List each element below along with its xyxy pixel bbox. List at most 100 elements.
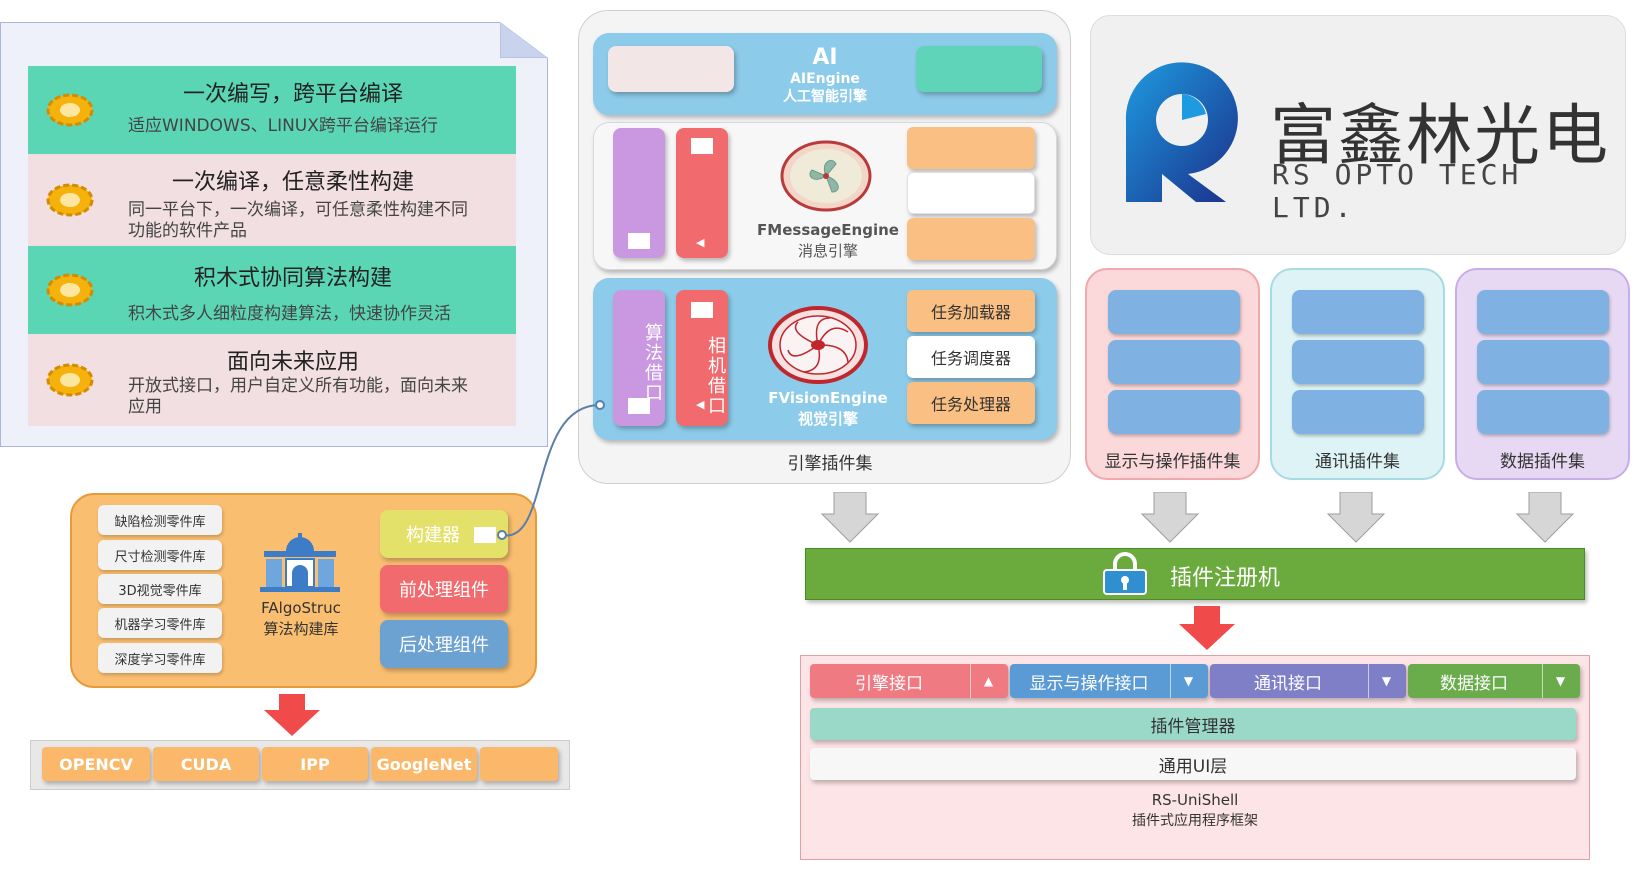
message-engine-name: FMessageEngine	[757, 221, 899, 239]
plugin-item	[1477, 390, 1609, 434]
plugin-item	[1477, 290, 1609, 334]
connector-line	[497, 400, 605, 540]
plugin-manager-bar: 插件管理器	[810, 708, 1576, 740]
down-arrow-icon	[1140, 492, 1200, 543]
algo-library-name: FAlgoStruc	[261, 599, 341, 617]
interface-label: 通讯接口	[1254, 673, 1322, 694]
ai-placeholder-block	[608, 46, 734, 92]
company-logo-icon	[1125, 62, 1238, 203]
algo-library-subtitle: 算法构建库	[263, 619, 339, 638]
size-detection-library: 尺寸检测零件库	[98, 540, 222, 570]
task-processor: 任务处理器	[907, 382, 1035, 424]
interface-label: 数据接口	[1440, 673, 1508, 694]
framework-name: RS-UniShell	[1151, 791, 1239, 809]
gear-icon	[46, 363, 94, 397]
ai-placeholder-block	[916, 46, 1042, 92]
display-interface-tab[interactable]: 显示与操作接口	[1010, 664, 1208, 698]
dropdown-icon[interactable]: ▼	[1542, 664, 1578, 698]
vision-3d-library: 3D视觉零件库	[98, 574, 222, 604]
plugin-registry-bar	[805, 548, 1585, 600]
builder-label: 构建器	[406, 525, 460, 546]
library-slot	[480, 747, 558, 781]
feature-row-bg	[28, 66, 516, 154]
feature-title: 积木式协同算法构建	[193, 266, 392, 291]
preprocess-component: 前处理组件	[380, 565, 508, 613]
plugin-item	[1108, 390, 1240, 434]
plugin-item	[1292, 340, 1424, 384]
feature-row-bg	[28, 246, 516, 334]
message-slot-block	[907, 127, 1035, 169]
machine-learning-library: 机器学习零件库	[98, 608, 222, 638]
port-square	[691, 302, 713, 318]
triangle-left-icon: ◀	[696, 236, 705, 249]
data-interface-tab[interactable]: 数据接口	[1408, 664, 1580, 698]
down-arrow-icon	[1326, 492, 1386, 543]
aperture-icon	[768, 306, 868, 384]
plugin-item	[1292, 290, 1424, 334]
ipp-library: IPP	[262, 747, 368, 781]
feature-row-3: 积木式协同算法构建 积木式多人细粒度构建算法，快速协作灵活	[28, 246, 516, 334]
task-scheduler: 任务调度器	[907, 336, 1035, 378]
opencv-library: OPENCV	[42, 747, 150, 781]
deep-learning-library: 深度学习零件库	[98, 643, 222, 673]
red-down-arrow-icon	[1179, 606, 1235, 650]
ai-title: AI	[812, 44, 838, 70]
feature-description: 同一平台下，一次编译，可任意柔性构建不同功能的软件产品	[128, 200, 468, 241]
page-fold-corner	[500, 22, 548, 58]
interface-label: 引擎接口	[855, 673, 923, 694]
message-engine-subtitle: 消息引擎	[797, 241, 858, 260]
down-arrow-icon	[820, 492, 880, 543]
expand-up-icon[interactable]: ▲	[970, 664, 1006, 698]
company-name-cn: 富鑫林光电	[1270, 97, 1610, 174]
plugin-item	[1292, 390, 1424, 434]
postprocess-component: 后处理组件	[380, 620, 508, 668]
gear-icon	[46, 273, 94, 307]
plugin-item	[1108, 290, 1240, 334]
cuda-library: CUDA	[153, 747, 259, 781]
engine-interface-tab[interactable]: 引擎接口	[810, 664, 1008, 698]
plugin-set-label: 显示与操作插件集	[1104, 451, 1241, 472]
communication-interface-tab[interactable]: 通讯接口	[1210, 664, 1406, 698]
framework-subtitle: 插件式应用程序框架	[1132, 813, 1258, 829]
ai-engine-name: AIEngine	[790, 70, 860, 87]
gear-icon	[46, 183, 94, 217]
feature-row-1: 一次编写，跨平台编译 适应WINDOWS、LINUX跨平台编译运行	[28, 66, 516, 154]
feature-row-bg	[28, 334, 516, 426]
lock-icon	[1103, 552, 1147, 595]
engine-collection-label: 引擎插件集	[787, 453, 873, 474]
plugin-set-label: 通讯插件集	[1315, 451, 1400, 472]
ai-engine-subtitle: 人工智能引擎	[783, 88, 867, 105]
port-square	[691, 138, 713, 154]
message-slot-block	[907, 218, 1035, 260]
feature-row-4: 面向未来应用 开放式接口，用户自定义所有功能，面向未来应用	[28, 334, 516, 426]
red-down-arrow-icon	[264, 694, 320, 736]
gear-icon	[46, 93, 94, 127]
plugin-item	[1108, 340, 1240, 384]
feature-row-2: 一次编译，任意柔性构建 同一平台下，一次编译，可任意柔性构建不同功能的软件产品	[28, 154, 516, 246]
feature-description: 积木式多人细粒度构建算法，快速协作灵活	[128, 304, 451, 324]
googlenet-library: GoogleNet	[371, 747, 477, 781]
message-slot-block	[907, 172, 1035, 214]
plugin-set-label: 数据插件集	[1500, 451, 1585, 472]
propeller-icon	[780, 140, 872, 212]
plugin-item	[1477, 340, 1609, 384]
feature-description: 开放式接口，用户自定义所有功能，面向未来应用	[128, 376, 468, 417]
ui-layer-bar: 通用UI层	[810, 748, 1576, 780]
port-square	[628, 398, 650, 414]
feature-title: 一次编译，任意柔性构建	[171, 170, 414, 195]
feature-title: 面向未来应用	[226, 350, 359, 375]
dropdown-icon[interactable]: ▼	[1170, 664, 1206, 698]
task-loader: 任务加载器	[907, 290, 1035, 332]
triangle-left-icon: ◀	[696, 398, 705, 411]
port-square	[474, 527, 496, 543]
feature-row-bg	[28, 154, 516, 246]
vision-engine-name: FVisionEngine	[768, 389, 888, 407]
down-arrow-icon	[1515, 492, 1575, 543]
defect-detection-library: 缺陷检测零件库	[98, 505, 222, 535]
dropdown-icon[interactable]: ▼	[1368, 664, 1404, 698]
feature-description: 适应WINDOWS、LINUX跨平台编译运行	[128, 116, 438, 136]
registry-label: 插件注册机	[1170, 566, 1281, 591]
feature-title: 一次编写，跨平台编译	[182, 82, 403, 107]
company-name-en: RS OPTO TECH LTD.	[1272, 158, 1523, 224]
interface-label: 显示与操作接口	[1029, 673, 1149, 694]
